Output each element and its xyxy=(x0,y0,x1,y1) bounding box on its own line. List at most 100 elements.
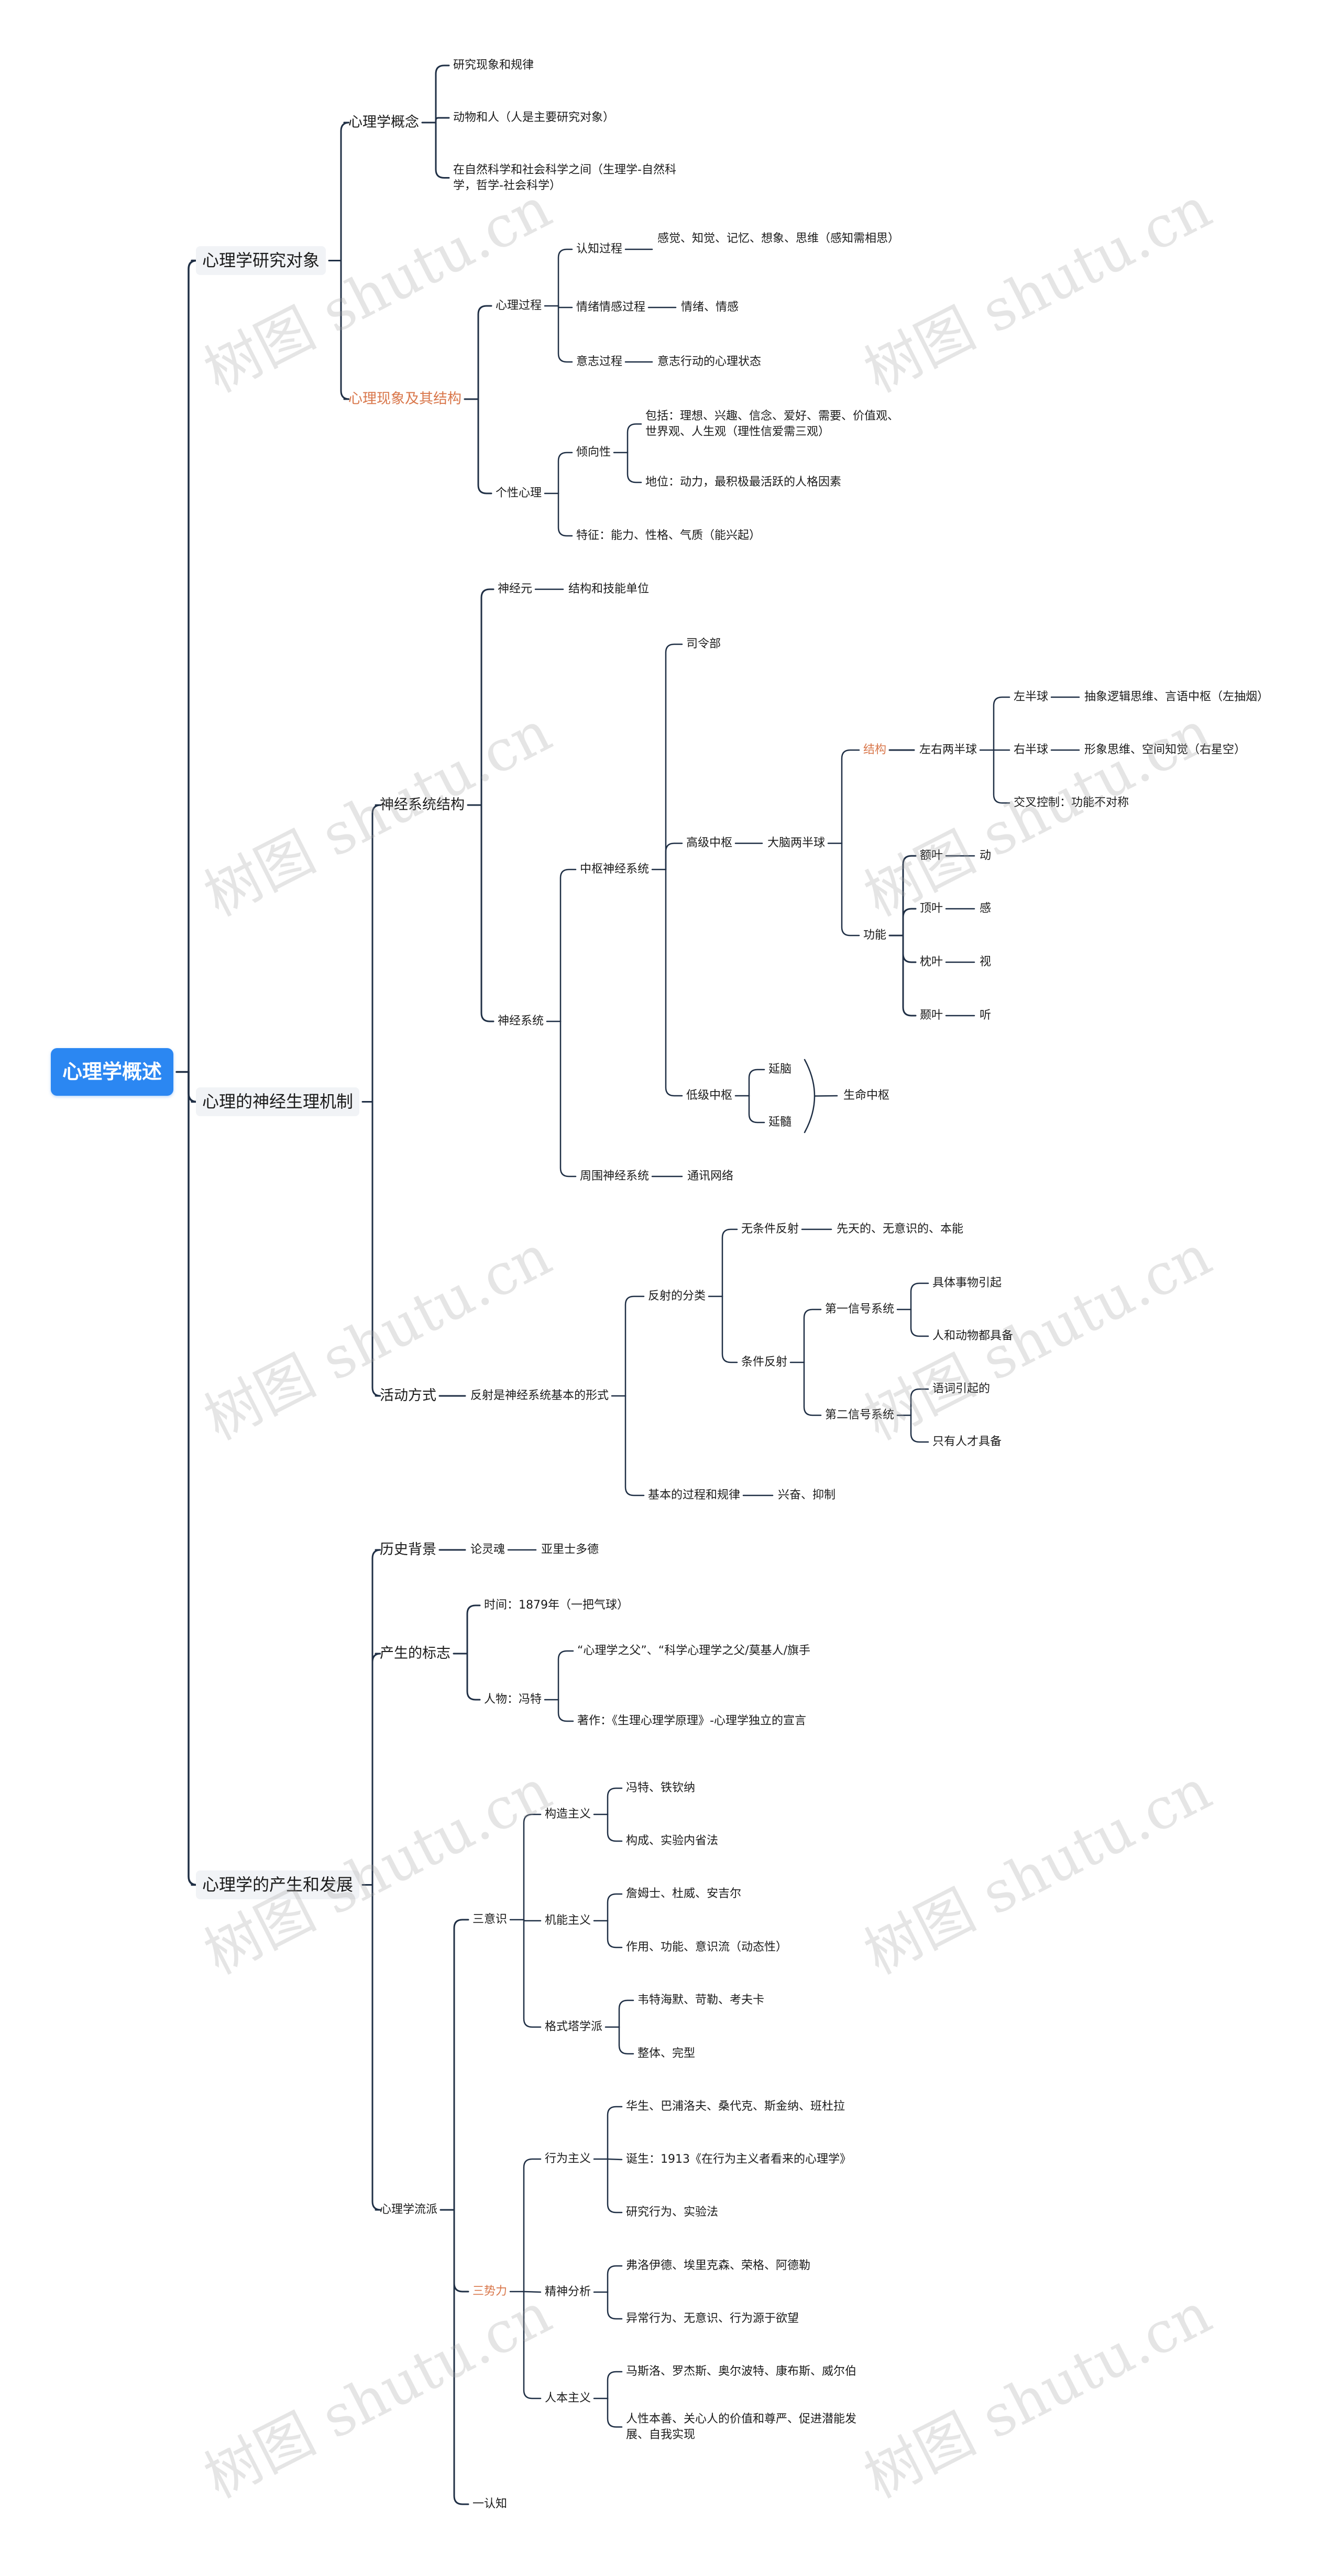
topic-research-object[interactable]: 心理学研究对象 xyxy=(196,246,326,276)
node-item[interactable]: “心理学之父”、“科学心理学之父/莫基人/旗手 xyxy=(577,1644,811,1657)
node-item[interactable]: 亚里士多德 xyxy=(541,1543,599,1556)
node-item[interactable]: 研究现象和规律 xyxy=(453,59,534,72)
topic-neural-mechanism[interactable]: 心理的神经生理机制 xyxy=(196,1087,360,1117)
node-item[interactable]: 无条件反射 xyxy=(741,1223,799,1236)
node-item[interactable]: 个性心理 xyxy=(496,487,542,500)
node-item[interactable]: 兴奋、抑制 xyxy=(778,1489,836,1502)
node-item[interactable]: 整体、完型 xyxy=(637,2047,696,2060)
node-item[interactable]: 倾向性 xyxy=(576,446,611,459)
node-item[interactable]: 地位：动力，最积极最活跃的人格因素 xyxy=(645,476,842,489)
node-item[interactable]: 反射的分类 xyxy=(648,1290,706,1303)
node-item[interactable]: 右半球 xyxy=(1014,743,1049,756)
node-item[interactable]: 结构和技能单位 xyxy=(568,582,650,596)
node-item[interactable]: 左半球 xyxy=(1014,690,1049,703)
node-item[interactable]: 中枢神经系统 xyxy=(580,863,650,876)
node-item[interactable]: 著作：《生理心理学原理》-心理学独立的宣言 xyxy=(577,1714,806,1727)
node-item[interactable]: 马斯洛、罗杰斯、奥尔波特、康布斯、威尔伯 xyxy=(626,2365,857,2378)
root-topic[interactable]: 心理学概述 xyxy=(51,1048,174,1096)
node-item[interactable]: 感觉、知觉、记忆、想象、思维（感知需相思） xyxy=(657,232,900,245)
node-item[interactable]: 构成、实验内省法 xyxy=(626,1834,719,1847)
node-item[interactable]: 抽象逻辑思维、言语中枢（左抽烟） xyxy=(1084,690,1269,703)
node-item[interactable]: 顶叶 xyxy=(920,902,943,915)
node-item[interactable]: 人本主义 xyxy=(545,2392,591,2405)
node-item[interactable]: 周围神经系统 xyxy=(580,1170,650,1183)
node-item[interactable]: 人性本善、关心人的价值和尊严、促进潜能发展、自我实现 xyxy=(626,2413,857,2441)
node-item[interactable]: 高级中枢 xyxy=(686,836,733,850)
node-item[interactable]: 情绪情感过程 xyxy=(576,301,646,314)
node-item[interactable]: 生命中枢 xyxy=(843,1089,890,1102)
node-item[interactable]: 詹姆士、杜威、安吉尔 xyxy=(626,1887,742,1900)
node-item[interactable]: 大脑两半球 xyxy=(767,836,826,850)
topic-psychology-concept[interactable]: 心理学概念 xyxy=(348,114,419,130)
node-item[interactable]: 冯特、铁钦纳 xyxy=(626,1781,696,1795)
node-item[interactable]: 一认知 xyxy=(472,2497,508,2511)
node-item[interactable]: 时间：1879年（一把气球） xyxy=(484,1599,629,1612)
node-item[interactable]: 左右两半球 xyxy=(919,743,977,756)
topic-history-background[interactable]: 历史背景 xyxy=(380,1542,436,1558)
node-item[interactable]: 语词引起的 xyxy=(932,1382,991,1395)
topic-phenomena-structure[interactable]: 心理现象及其结构 xyxy=(348,391,461,407)
node-item[interactable]: 格式塔学派 xyxy=(545,2020,603,2033)
connector-line xyxy=(910,1414,929,1443)
node-item[interactable]: 三意识 xyxy=(472,1913,508,1926)
node-item[interactable]: 神经元 xyxy=(498,582,533,596)
node-item[interactable]: 包括：理想、兴趣、信念、爱好、需要、价值观、世界观、人生观（理性信爱需三观） xyxy=(645,410,899,438)
node-item[interactable]: 先天的、无意识的、本能 xyxy=(837,1223,964,1236)
node-item[interactable]: 心理过程 xyxy=(496,299,542,312)
node-item[interactable]: 视 xyxy=(980,955,992,968)
node-item[interactable]: 动物和人（人是主要研究对象） xyxy=(453,111,615,124)
node-item[interactable]: 华生、巴浦洛夫、桑代克、斯金纳、班杜拉 xyxy=(626,2100,845,2113)
topic-origin-development[interactable]: 心理学的产生和发展 xyxy=(196,1870,360,1900)
topic-schools[interactable]: 心理学流派 xyxy=(380,2203,438,2216)
node-item[interactable]: 弗洛伊德、埃里克森、荣格、阿德勒 xyxy=(626,2259,811,2272)
node-item[interactable]: 论灵魂 xyxy=(470,1543,505,1556)
node-item[interactable]: 意志行动的心理状态 xyxy=(657,355,762,368)
node-item[interactable]: 第二信号系统 xyxy=(825,1408,895,1422)
node-item[interactable]: 诞生：1913《在行为主义者看来的心理学》 xyxy=(626,2153,851,2166)
topic-emergence-sign[interactable]: 产生的标志 xyxy=(380,1645,450,1661)
node-item[interactable]: 神经系统 xyxy=(498,1015,544,1028)
node-item[interactable]: 情绪、情感 xyxy=(681,301,739,314)
node-item[interactable]: 只有人才具备 xyxy=(932,1435,1002,1448)
node-item[interactable]: 枕叶 xyxy=(920,955,943,968)
node-item[interactable]: 研究行为、实验法 xyxy=(626,2206,719,2219)
node-item[interactable]: 形象思维、空间知觉（右星空） xyxy=(1084,743,1246,756)
topic-activity-mode[interactable]: 活动方式 xyxy=(380,1388,436,1404)
node-item[interactable]: 反射是神经系统基本的形式 xyxy=(470,1389,609,1402)
node-item[interactable]: 认知过程 xyxy=(576,243,623,256)
node-item[interactable]: 韦特海默、苛勒、考夫卡 xyxy=(637,1994,765,2007)
node-item[interactable]: 第一信号系统 xyxy=(825,1303,895,1316)
node-item[interactable]: 听 xyxy=(980,1009,992,1022)
node-item[interactable]: 通讯网络 xyxy=(687,1170,734,1183)
node-item[interactable]: 机能主义 xyxy=(545,1914,591,1927)
node-item[interactable]: 司令部 xyxy=(686,637,721,651)
node-item[interactable]: 异常行为、无意识、行为源于欲望 xyxy=(626,2312,799,2325)
node-item[interactable]: 在自然科学和社会科学之间（生理学-自然科学，哲学-社会科学） xyxy=(453,163,676,192)
node-item[interactable]: 基本的过程和规律 xyxy=(648,1489,741,1502)
node-item[interactable]: 人物：冯特 xyxy=(484,1693,542,1706)
node-item[interactable]: 意志过程 xyxy=(576,355,623,368)
node-item[interactable]: 低级中枢 xyxy=(686,1089,733,1102)
node-item[interactable]: 动 xyxy=(980,849,992,862)
node-item[interactable]: 交叉控制：功能不对称 xyxy=(1014,796,1129,809)
node-item[interactable]: 精神分析 xyxy=(545,2285,591,2298)
connector-line xyxy=(453,1919,469,2211)
topic-nervous-structure[interactable]: 神经系统结构 xyxy=(380,797,465,813)
node-item[interactable]: 构造主义 xyxy=(545,1808,591,1821)
connector-line xyxy=(607,2158,623,2161)
node-item[interactable]: 延髓 xyxy=(768,1116,792,1129)
node-item[interactable]: 颞叶 xyxy=(920,1009,943,1022)
node-item[interactable]: 人和动物都具备 xyxy=(932,1329,1014,1342)
node-item[interactable]: 具体事物引起 xyxy=(932,1276,1002,1290)
node-item[interactable]: 结构 xyxy=(863,743,887,756)
node-item[interactable]: 三势力 xyxy=(472,2285,508,2298)
connector-line xyxy=(371,804,381,1103)
node-item[interactable]: 条件反射 xyxy=(741,1356,788,1369)
node-item[interactable]: 作用、功能、意识流（动态性） xyxy=(626,1941,788,1954)
node-item[interactable]: 延脑 xyxy=(768,1063,792,1076)
node-item[interactable]: 功能 xyxy=(863,929,887,942)
node-item[interactable]: 行为主义 xyxy=(545,2152,591,2165)
node-item[interactable]: 感 xyxy=(980,902,992,915)
node-item[interactable]: 特征：能力、性格、气质（能兴起） xyxy=(576,529,761,542)
node-item[interactable]: 额叶 xyxy=(920,849,943,862)
